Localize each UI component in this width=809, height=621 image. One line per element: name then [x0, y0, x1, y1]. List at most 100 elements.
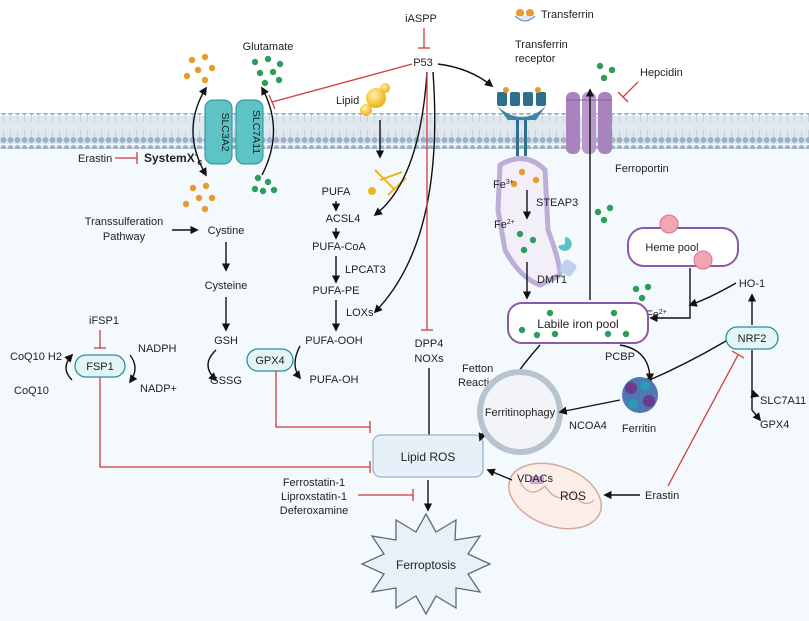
- system-xc-label: SystemX-c: [144, 150, 202, 167]
- p53-label: P53: [413, 57, 433, 69]
- nrf2-label: NRF2: [738, 333, 767, 345]
- coq10-to-coq10h2-arrow: [64, 353, 74, 381]
- ferroportin-label: Ferroportin: [615, 163, 669, 175]
- labile-iron-pool-label: Labile iron pool: [537, 317, 618, 331]
- exported-iron-dots: [594, 62, 616, 224]
- dpp4-label: DPP4: [415, 338, 444, 350]
- glutamate-label: Glutamate: [243, 41, 294, 53]
- gpx4-box: [246, 348, 294, 372]
- slc7a11-label: SLC7A11: [250, 110, 262, 154]
- liproxstatin-label: Liproxstatin-1: [281, 491, 347, 503]
- ferrostatin-label: Ferrostatin-1: [283, 477, 345, 489]
- cell-membrane: [0, 113, 809, 149]
- transferrin-label: Transferrin: [541, 9, 594, 21]
- transsulferation-label-2: Pathway: [103, 231, 146, 243]
- gssg-label: GSSG: [210, 375, 242, 387]
- transsulferation-label-1: Transsulferation: [85, 216, 163, 228]
- ferritinophagy-label: Ferritinophagy: [485, 407, 556, 419]
- cysteine-label: Cysteine: [205, 280, 248, 292]
- system-xc-transporter: [204, 99, 264, 165]
- ho1-to-lip-arrow: [688, 282, 737, 307]
- gpx4-box-label: GPX4: [255, 355, 284, 367]
- pufaooh-to-pufaoh-arrow: [292, 345, 302, 380]
- cystine-dots-outside: [183, 53, 216, 84]
- lox-label: LOXs: [346, 307, 374, 319]
- ifsp1-label: iFSP1: [89, 315, 119, 327]
- nadph-label: NADPH: [138, 343, 177, 355]
- lipid-ros-box: [372, 434, 484, 478]
- pufa-ooh-label: PUFA-OOH: [305, 335, 363, 347]
- cytosolic-fe2-dots: [632, 283, 652, 302]
- cystine-import-arrow: [192, 86, 207, 177]
- p53-to-acsl4-arrow: [373, 71, 428, 217]
- steap3-label: STEAP3: [536, 197, 578, 209]
- ferroportin-icon: [566, 92, 612, 154]
- gsh-to-gssg-arrow: [207, 349, 218, 382]
- erastin-left-label: Erastin: [78, 153, 112, 165]
- nadph-to-nadp-arrow: [129, 354, 138, 384]
- heme-icons: [659, 214, 713, 270]
- deferoxamine-label: Deferoxamine: [280, 505, 348, 517]
- transferrin-receptor-label-1: Transferrin: [515, 39, 568, 51]
- p53-to-transferrin-receptor-arrow: [437, 63, 494, 88]
- transferrin-receptor-icon: [497, 87, 546, 156]
- fetton-label-1: Fetton: [462, 363, 493, 375]
- hepcidin-label: Hepcidin: [640, 67, 683, 79]
- fe2-cytosol-label: Fe2+: [646, 309, 667, 321]
- gpx4-right-label: GPX4: [760, 419, 789, 431]
- slc3a2-label: SLC3A2: [219, 112, 231, 151]
- erastin-inhibits-nrf2: [667, 354, 739, 487]
- pcbp-label: PCBP: [605, 351, 635, 363]
- cystine-label: Cystine: [208, 225, 245, 237]
- glutamate-dots-inside: [251, 174, 278, 195]
- fsp1-inhibits-lipidros: [99, 377, 370, 468]
- transferrin-icon: [514, 9, 536, 22]
- glutamate-export-arrow: [261, 86, 275, 176]
- ferroptosis-label: Ferroptosis: [396, 558, 456, 572]
- pufa-oh-label: PUFA-OH: [310, 374, 359, 386]
- endosome-fe2-dots: [516, 230, 537, 254]
- transferrin-receptor-label-2: receptor: [515, 53, 556, 65]
- labile-iron-dots: [518, 309, 630, 339]
- acsl4-label: ACSL4: [326, 213, 361, 225]
- iaspp-label: iASPP: [405, 13, 437, 25]
- cystine-dots-inside: [182, 182, 216, 213]
- pufa-pe-label: PUFA-PE: [312, 285, 359, 297]
- vdacs-label: VDACs: [517, 473, 554, 485]
- lipid-label: Lipid: [336, 95, 359, 107]
- lip-to-ferritin-arrow: [619, 344, 655, 382]
- endosome: [495, 156, 563, 288]
- ros-label: ROS: [560, 489, 586, 503]
- ncoa4-label: NCOA4: [569, 420, 607, 432]
- ferritin-icon: [622, 377, 658, 413]
- ferritin-to-ferritinophagy-arrow: [558, 399, 621, 415]
- coq10h2-label: CoQ10 H2: [10, 351, 62, 363]
- pufa-coa-label: PUFA-CoA: [312, 241, 366, 253]
- endosome-fe3-dots: [510, 168, 540, 188]
- heme-to-lip-arrow: [649, 268, 691, 323]
- dmt1-label: DMT1: [537, 274, 567, 286]
- erastin-right-label: Erastin: [645, 490, 679, 502]
- p53-to-lox-arrow: [373, 71, 436, 314]
- heme-pool-label: Heme pool: [645, 242, 698, 254]
- lipid-droplet-icon: [360, 83, 390, 116]
- coq10-label: CoQ10: [14, 385, 49, 397]
- nrf2-box: [725, 326, 779, 350]
- fe3-label: Fe3+: [493, 179, 514, 191]
- mito-to-lipidros-arrow: [486, 468, 513, 481]
- lipid-ros-label: Lipid ROS: [401, 450, 456, 464]
- ho1-label: HO-1: [739, 278, 765, 290]
- slc7a11-right-label: SLC7A11: [760, 395, 806, 407]
- p53-inhibits-slc7a11: [271, 63, 413, 103]
- nrf2-to-gpx4-arrow: [751, 390, 762, 422]
- pufa-label: PUFA: [322, 186, 351, 198]
- ferritin-label: Ferritin: [622, 423, 656, 435]
- gpx4-inhibits-lipidros: [275, 371, 370, 428]
- ferroptosis-burst: [360, 512, 492, 616]
- glutamate-dots: [251, 55, 284, 87]
- dmt1-icon: [558, 237, 577, 277]
- gsh-label: GSH: [214, 335, 238, 347]
- fe2-endosome-label: Fe2+: [494, 219, 515, 231]
- hepcidin-inhibits-ferroportin: [622, 81, 639, 98]
